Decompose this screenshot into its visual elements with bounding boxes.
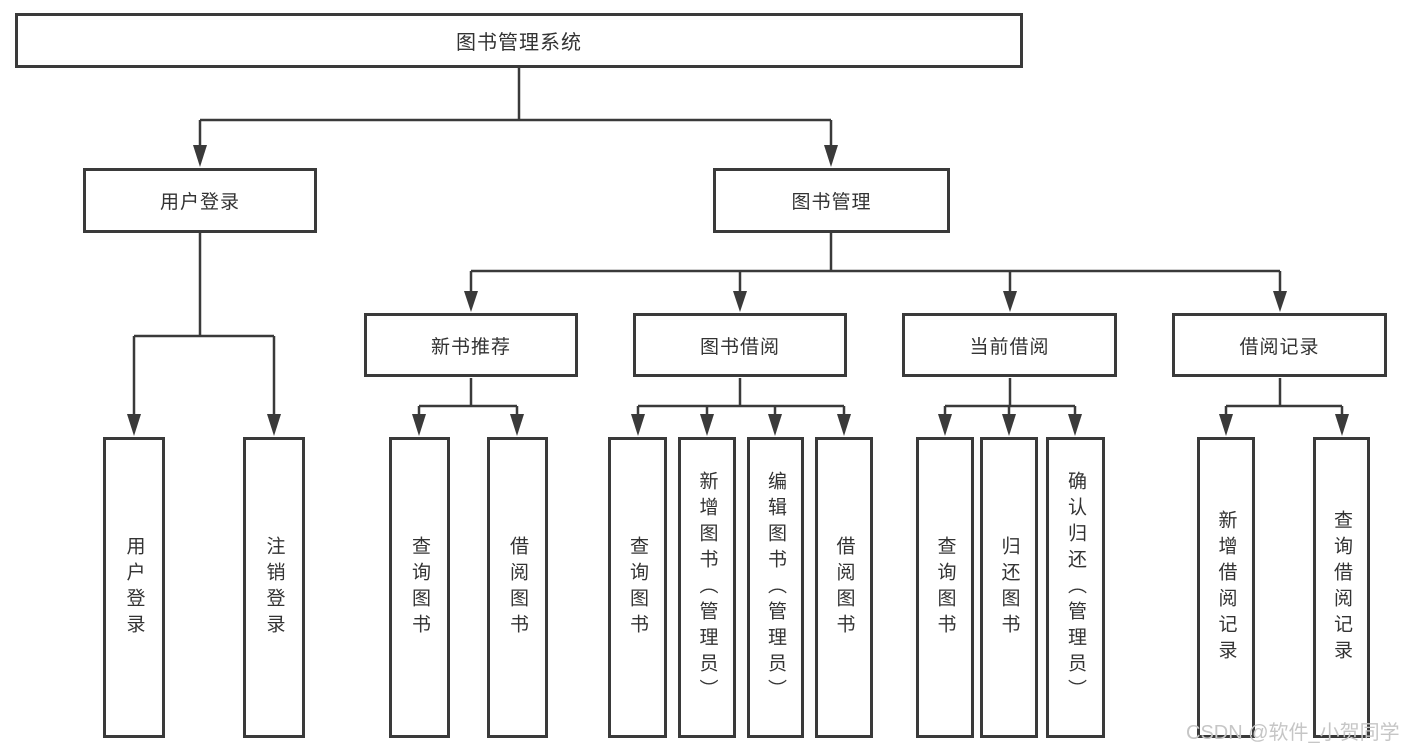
leaf-query-books-recommend: 查询图书 xyxy=(389,437,450,738)
node-root-system-label: 图书管理系统 xyxy=(456,32,582,54)
leaf-query-books-borrowing: 查询图书 xyxy=(608,437,667,738)
leaf-edit-books-admin-label: 编辑图书（管理员） xyxy=(765,470,786,705)
leaf-add-books-admin-label: 新增图书（管理员） xyxy=(696,470,718,705)
node-root-system: 图书管理系统 xyxy=(15,13,1023,68)
leaf-logout: 注销登录 xyxy=(243,437,305,738)
node-book-borrowing: 图书借阅 xyxy=(633,313,847,377)
leaf-borrow-books-recommend: 借阅图书 xyxy=(487,437,548,738)
node-book-borrowing-label: 图书借阅 xyxy=(699,336,780,358)
csdn-watermark: CSDN @软件_小贺同学 xyxy=(1186,722,1400,744)
node-borrow-records-label: 借阅记录 xyxy=(1239,336,1320,358)
leaf-query-books-recommend-label: 查询图书 xyxy=(409,535,430,640)
node-user-login: 用户登录 xyxy=(83,168,317,233)
leaf-add-borrow-record-label: 新增借阅记录 xyxy=(1215,509,1237,666)
node-current-borrowing-label: 当前借阅 xyxy=(969,336,1050,358)
leaf-user-login: 用户登录 xyxy=(103,437,165,738)
leaf-add-books-admin: 新增图书（管理员） xyxy=(678,437,736,738)
leaf-logout-label: 注销登录 xyxy=(263,535,285,640)
leaf-borrow-books-borrowing-label: 借阅图书 xyxy=(833,535,855,640)
leaf-add-borrow-record: 新增借阅记录 xyxy=(1197,437,1255,738)
node-user-login-label: 用户登录 xyxy=(159,192,240,213)
leaf-query-books-borrowing-label: 查询图书 xyxy=(627,535,648,640)
leaf-edit-books-admin: 编辑图书（管理员） xyxy=(747,437,804,738)
node-new-book-recommend-label: 新书推荐 xyxy=(430,336,511,358)
leaf-query-books-current-label: 查询图书 xyxy=(934,535,956,640)
leaf-return-books-label: 归还图书 xyxy=(998,535,1020,640)
node-book-management-label: 图书管理 xyxy=(791,192,872,213)
leaf-borrow-books-recommend-label: 借阅图书 xyxy=(507,535,528,640)
node-book-management: 图书管理 xyxy=(713,168,950,233)
leaf-query-borrow-record-label: 查询借阅记录 xyxy=(1331,509,1352,666)
node-new-book-recommend: 新书推荐 xyxy=(364,313,578,377)
node-current-borrowing: 当前借阅 xyxy=(902,313,1117,377)
leaf-query-borrow-record: 查询借阅记录 xyxy=(1313,437,1370,738)
node-borrow-records: 借阅记录 xyxy=(1172,313,1387,377)
leaf-query-books-current: 查询图书 xyxy=(916,437,974,738)
leaf-confirm-return-admin-label: 确认归还（管理员） xyxy=(1065,470,1086,705)
leaf-confirm-return-admin: 确认归还（管理员） xyxy=(1046,437,1105,738)
leaf-borrow-books-borrowing: 借阅图书 xyxy=(815,437,873,738)
leaf-user-login-label: 用户登录 xyxy=(123,535,145,640)
leaf-return-books: 归还图书 xyxy=(980,437,1038,738)
